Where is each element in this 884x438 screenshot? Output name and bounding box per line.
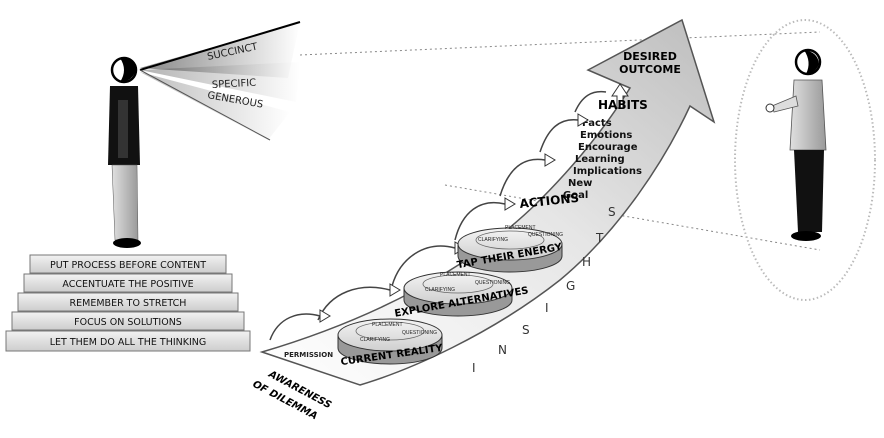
insight-letter: S <box>608 205 616 219</box>
habits-label: HABITS <box>598 98 648 112</box>
disc-questioning: QUESTIONING <box>475 280 510 286</box>
disc-placement: PLACEMENT <box>440 272 471 278</box>
step-label: ACCENTUATE THE POSITIVE <box>62 279 193 290</box>
outcome-label: DESIRED <box>623 50 677 63</box>
insight-letter: G <box>566 279 575 293</box>
step-label: REMEMBER TO STRETCH <box>70 298 187 309</box>
coachee-figure <box>734 19 876 301</box>
step-label: LET THEM DO ALL THE THINKING <box>50 337 207 348</box>
disc-current-reality: PLACEMENT QUESTIONING CLARIFYING CURRENT… <box>337 318 444 368</box>
beam-label: SPECIFIC <box>212 78 257 91</box>
insight-letter: I <box>545 301 549 315</box>
disc-placement: PLACEMENT <box>505 225 536 231</box>
sight-lines <box>299 31 821 251</box>
disc-tap-energy: PLACEMENT QUESTIONING CLARIFYING TAP THE… <box>456 225 564 273</box>
insight-letter: I <box>472 361 476 375</box>
step-label: PUT PROCESS BEFORE CONTENT <box>50 260 206 271</box>
facts-item: Implications <box>573 166 642 177</box>
insight-letter: T <box>595 231 604 245</box>
disc-clarifying: CLARIFYING <box>478 237 508 243</box>
disc-explore-alternatives: PLACEMENT QUESTIONING CLARIFYING EXPLORE… <box>394 271 529 320</box>
coach-figure <box>108 56 141 248</box>
facts-item: Emotions <box>580 130 632 141</box>
facts-item: Goal <box>563 190 588 201</box>
permission-label: PERMISSION <box>284 351 333 359</box>
insight-letter: H <box>582 255 591 269</box>
facts-item: New <box>568 178 592 189</box>
disc-questioning: QUESTIONING <box>528 232 563 238</box>
disc-clarifying: CLARIFYING <box>360 337 390 343</box>
loop-arrows <box>269 90 607 341</box>
facts-item: Learning <box>575 154 625 165</box>
insights-letters: I N S I G H T S <box>472 205 616 375</box>
insight-letter: S <box>522 323 530 337</box>
disc-questioning: QUESTIONING <box>402 330 437 336</box>
step-label: FOCUS ON SOLUTIONS <box>74 317 182 328</box>
staircase: PUT PROCESS BEFORE CONTENT ACCENTUATE TH… <box>5 254 251 352</box>
facts-item: Facts <box>582 118 612 129</box>
facts-item: Encourage <box>578 142 638 153</box>
facts-list: Facts Emotions Encourage Learning Implic… <box>563 118 642 201</box>
disc-placement: PLACEMENT <box>372 322 403 328</box>
disc-clarifying: CLARIFYING <box>425 287 455 293</box>
loop-arrowheads <box>319 113 589 323</box>
actions-label: ACTIONS <box>519 191 580 211</box>
outcome-label: OUTCOME <box>619 63 681 76</box>
insight-letter: N <box>498 343 507 357</box>
awareness-label: AWARENESS OF DILEMMA <box>251 368 333 422</box>
speech-beams: SUCCINCT SPECIFIC GENEROUS <box>139 21 301 141</box>
